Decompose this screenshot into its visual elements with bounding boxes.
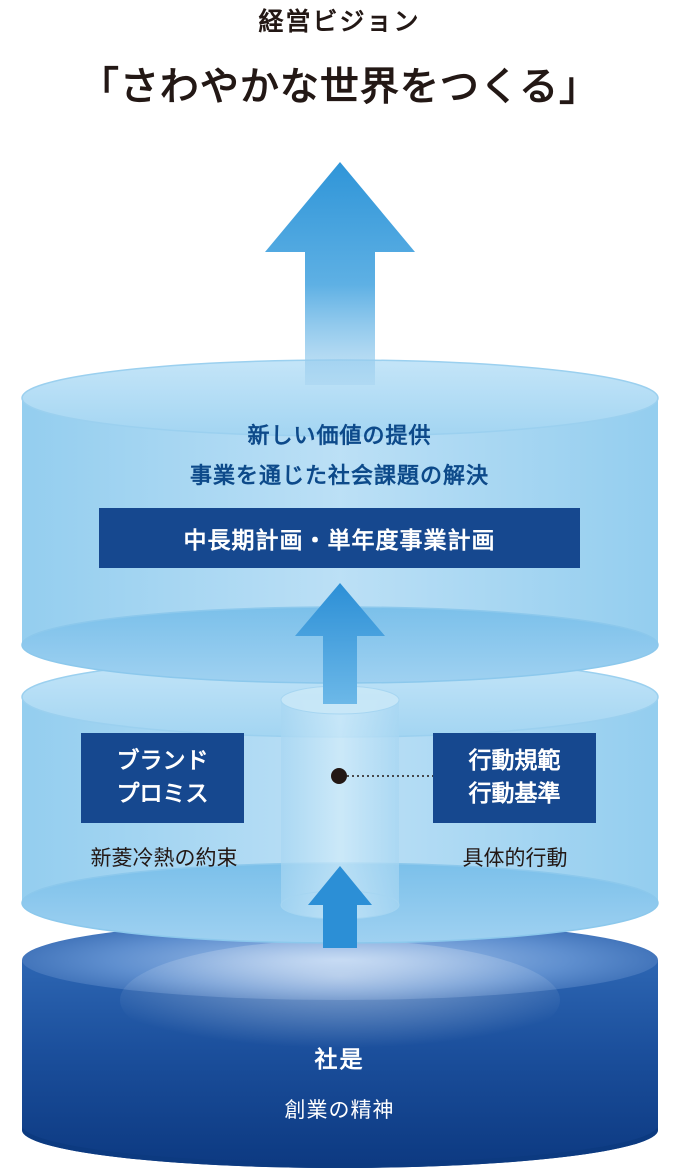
code-of-conduct-line-1: 行動規範 (468, 748, 561, 774)
code-of-conduct-line-2: 行動基準 (468, 781, 561, 807)
brand-promise-caption: 新菱冷熱の約束 (90, 846, 238, 870)
plan-label: 中長期計画・単年度事業計画 (183, 528, 496, 554)
company-motto-title: 社是 (314, 1047, 365, 1073)
vision-arrow (265, 162, 415, 385)
code-of-conduct-caption: 具体的行動 (462, 846, 568, 870)
brand-promise-box: ブランド プロミス (81, 733, 244, 823)
section-subtitle: 経営ビジョン (258, 7, 421, 36)
brand-promise-line-2: プロミス (116, 781, 209, 807)
company-motto-subtitle: 創業の精神 (284, 1098, 395, 1122)
code-of-conduct-box: 行動規範 行動基準 (433, 733, 596, 823)
vision-title: 「さわやかな世界をつくる」 (79, 65, 600, 110)
value-line-2: 事業を通じた社会課題の解決 (189, 464, 489, 489)
value-line-1: 新しい価値の提供 (247, 424, 432, 449)
motto-arrow (308, 866, 372, 948)
plan-arrow (295, 583, 385, 704)
base-cylinder (22, 920, 658, 1168)
brand-promise-line-1: ブランド (116, 748, 209, 774)
connector-line (331, 768, 433, 784)
plan-label-box: 中長期計画・単年度事業計画 (99, 508, 580, 568)
top-cylinder (21, 359, 659, 684)
